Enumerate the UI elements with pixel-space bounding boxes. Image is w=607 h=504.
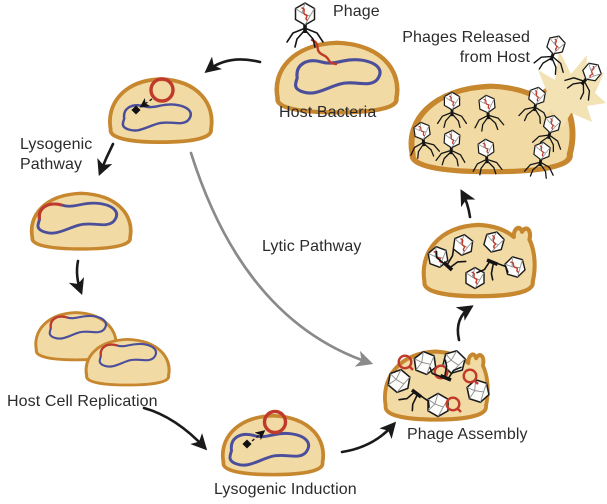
label-phages-released-line1: Phages Released (402, 29, 530, 46)
label-host-cell-replication: Host Cell Replication (7, 393, 158, 410)
label-lysogenic-line1: Lysogenic (20, 136, 93, 153)
label-host-bacteria: Host Bacteria (279, 104, 377, 121)
arrow-infection (204, 56, 262, 74)
arrow-to-replication (68, 259, 85, 296)
label-phages-released-line2: from Host (459, 49, 530, 66)
injected-phage-dna-icon (310, 38, 338, 66)
excision-arrow (251, 430, 266, 442)
phage-dna-circle-icon (149, 77, 175, 103)
label-lytic-pathway: Lytic Pathway (262, 238, 362, 255)
integration-arrow (139, 98, 153, 108)
arrow-lytic-pathway (189, 151, 374, 367)
label-lysogenic-pathway: Lysogenic Pathway (20, 135, 92, 175)
arrow-lysogenic-pathway (97, 142, 115, 176)
integration-site-mark (131, 105, 141, 115)
label-phages-released: Phages Released from Host (402, 28, 530, 68)
arrow-to-maturation (455, 305, 474, 342)
empty-capsid-icon (427, 392, 449, 418)
label-phage: Phage (333, 3, 380, 20)
label-lysogenic-induction: Lysogenic Induction (214, 481, 357, 498)
burst-icon (531, 50, 606, 128)
arrow-to-assembly (340, 421, 397, 454)
phage-dna-circle-icon (262, 409, 288, 435)
label-phage-assembly: Phage Assembly (407, 426, 528, 443)
arrow-to-release (460, 189, 476, 219)
lysogen-cell (29, 191, 133, 251)
phage-icon (287, 3, 323, 47)
label-lysogenic-line2: Pathway (20, 156, 83, 173)
arrow-to-induction (142, 406, 208, 451)
